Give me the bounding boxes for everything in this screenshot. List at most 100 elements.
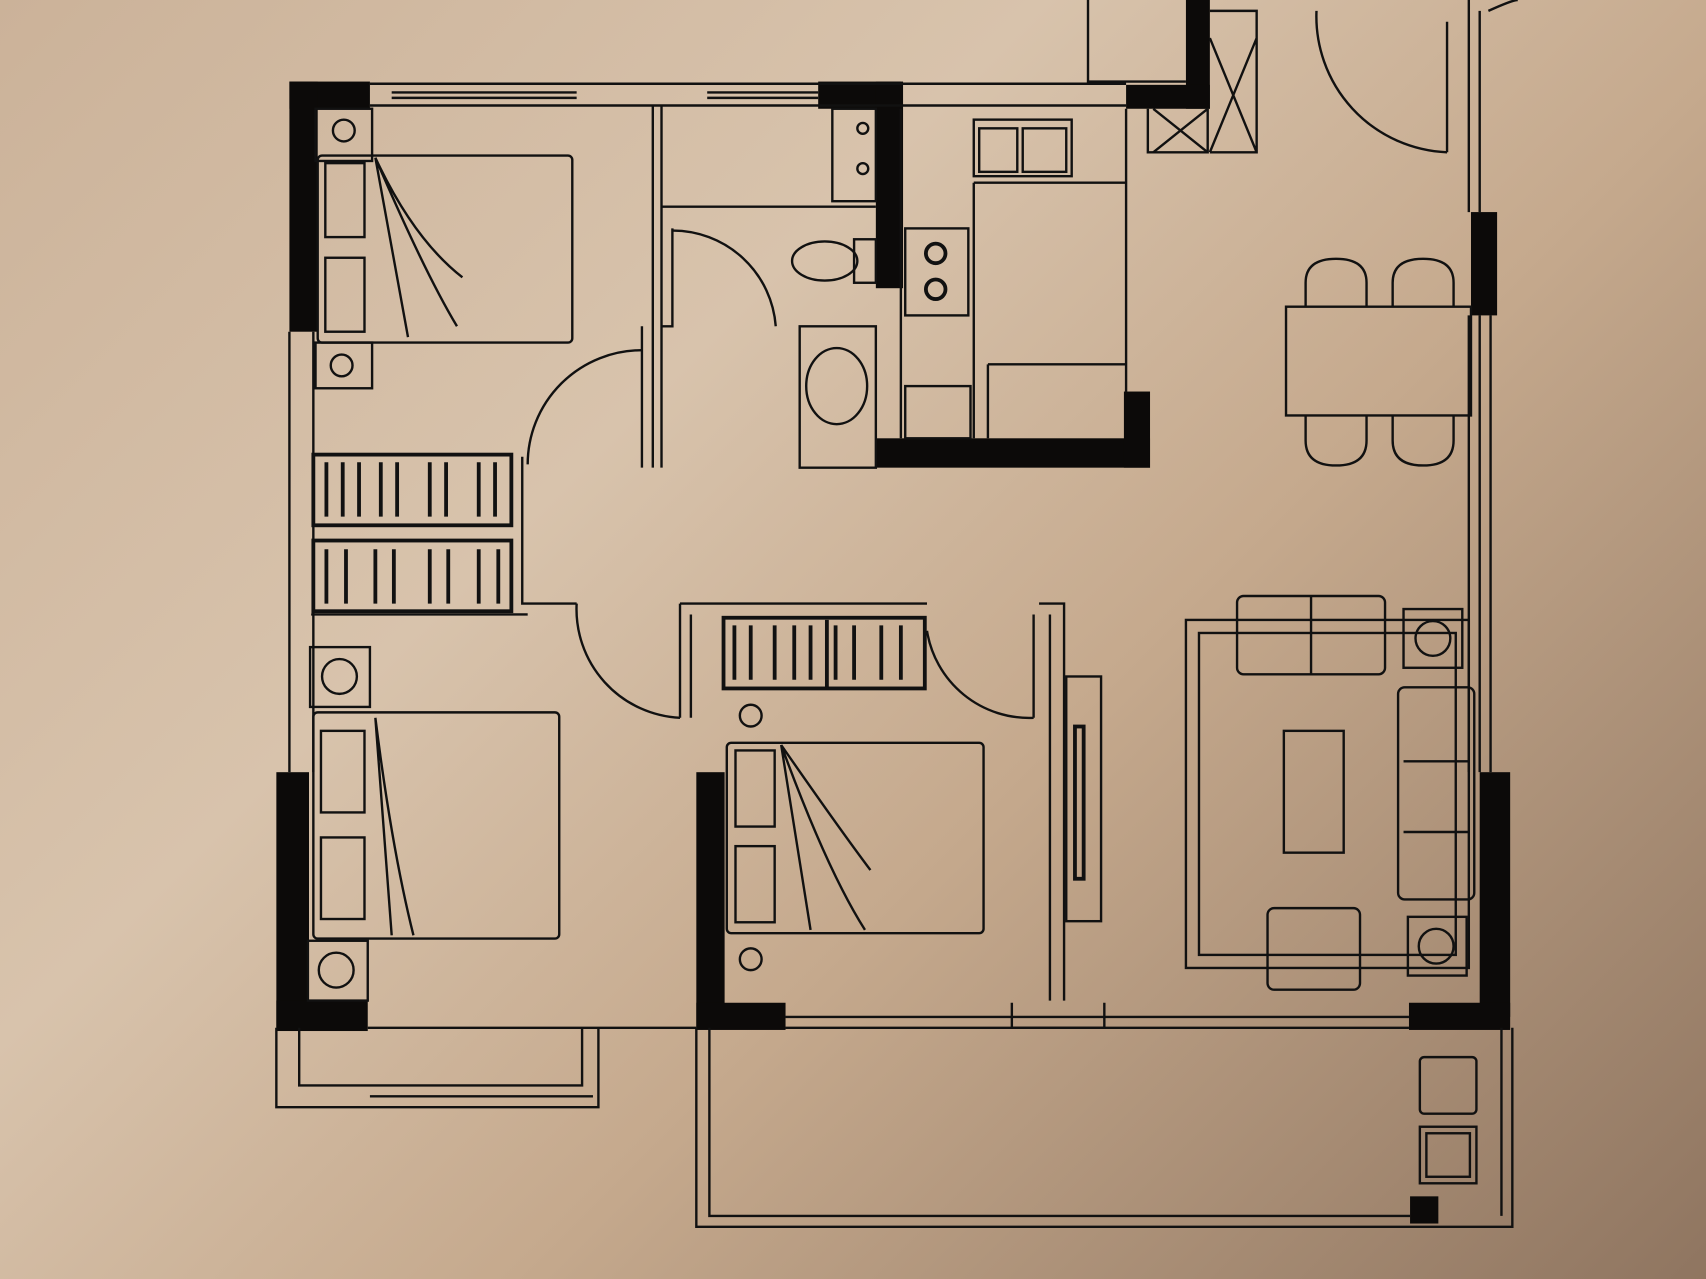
pillow [319, 836, 366, 921]
wall [875, 81, 904, 289]
rug [1184, 618, 1471, 970]
wall [276, 1000, 368, 1032]
shower-valve [856, 161, 870, 176]
top-wall-line [369, 82, 1127, 107]
lamp-icon [320, 657, 359, 696]
wall [1126, 84, 1210, 109]
toilet-tank [852, 238, 878, 284]
pillow [319, 729, 366, 814]
wall [1479, 772, 1511, 1017]
blanket-fold [374, 717, 415, 936]
outlines [275, 0, 1518, 1228]
sink-icon [1418, 1055, 1478, 1115]
side-table [1402, 607, 1464, 669]
shower-valve [856, 121, 870, 135]
washing-machine-icon [1418, 1125, 1478, 1185]
bed-icon [312, 711, 561, 940]
bedroom-1-furniture [311, 107, 574, 614]
balcony [695, 1027, 1514, 1228]
fridge [904, 384, 972, 440]
side-table [1406, 915, 1468, 977]
pillow [324, 256, 366, 333]
pillow [734, 844, 776, 924]
blanket-fold [374, 157, 464, 338]
hangers [732, 619, 903, 689]
living-room-furniture [1184, 594, 1476, 991]
wall [289, 81, 318, 332]
door-swing-icon [672, 229, 777, 327]
wall [1185, 0, 1210, 109]
kitchen-wall [899, 108, 1128, 439]
wall [696, 772, 725, 1028]
sink-basin [1021, 127, 1068, 174]
coffee-table [1282, 729, 1345, 854]
partition [640, 105, 663, 468]
wardrobe-icon [311, 452, 514, 528]
wall [1123, 391, 1151, 468]
bay-window [275, 1027, 600, 1109]
wardrobe-icon [721, 615, 927, 691]
blanket-fold [780, 744, 872, 931]
counter [972, 181, 1127, 439]
armchair [1266, 906, 1362, 991]
chair-icon [1391, 415, 1455, 467]
vanity-cabinet [798, 325, 878, 469]
balcony-fixtures [1418, 1055, 1478, 1185]
wall [696, 1002, 786, 1030]
nightstand [308, 645, 372, 709]
partition [678, 602, 927, 718]
wall [276, 772, 309, 1028]
door-swing-icon [925, 614, 1035, 720]
nightstand [306, 939, 369, 1002]
bedroom-2-furniture [306, 645, 561, 1002]
chair-icon [1391, 257, 1455, 307]
walls [276, 0, 1511, 1224]
right-wall-line [1467, 0, 1518, 773]
wall [1410, 1196, 1439, 1224]
sliding-door [785, 1015, 1409, 1029]
doors [526, 10, 1449, 720]
sofa-icon [1396, 686, 1476, 901]
partition [1039, 602, 1066, 1001]
bedroom-3-furniture [721, 615, 1103, 972]
lamp-icon [738, 947, 763, 972]
door-swing-icon [575, 603, 681, 720]
rug-inner [1197, 631, 1457, 957]
wall-stub [1010, 1002, 1106, 1029]
wall [1408, 1002, 1511, 1030]
shaft [1146, 108, 1209, 154]
window [391, 91, 819, 100]
partition [311, 456, 577, 616]
bed-icon [725, 741, 985, 935]
neighbor-wall [1086, 0, 1186, 83]
lamp-icon [738, 703, 763, 728]
burner [923, 241, 948, 266]
chair-icon [1304, 257, 1368, 307]
shaft [1208, 9, 1258, 154]
partition [661, 205, 876, 328]
washing-machine-door [1425, 1132, 1472, 1178]
sink-basin [978, 127, 1019, 174]
nightstand [314, 341, 374, 390]
shaft-cross [1152, 107, 1209, 154]
sofa-seam [1403, 760, 1469, 834]
lamp-icon [1417, 927, 1455, 965]
door-swing-icon [1315, 10, 1449, 154]
wall [1470, 212, 1498, 316]
dining-table-icon [1284, 305, 1473, 417]
toilet-icon [790, 240, 859, 282]
lamp-icon [317, 951, 355, 989]
hangers [324, 462, 501, 604]
sink-icon [805, 346, 869, 426]
nightstand [314, 107, 374, 163]
sink-icon [972, 118, 1073, 178]
pillow [734, 749, 776, 828]
lamp-icon [331, 118, 356, 143]
lamp-icon [1414, 619, 1452, 658]
bathroom-fixtures [790, 107, 878, 426]
dining-area [1284, 257, 1473, 467]
chair-icon [1304, 415, 1368, 467]
tv [1073, 724, 1086, 881]
door-swing-icon [526, 349, 642, 465]
